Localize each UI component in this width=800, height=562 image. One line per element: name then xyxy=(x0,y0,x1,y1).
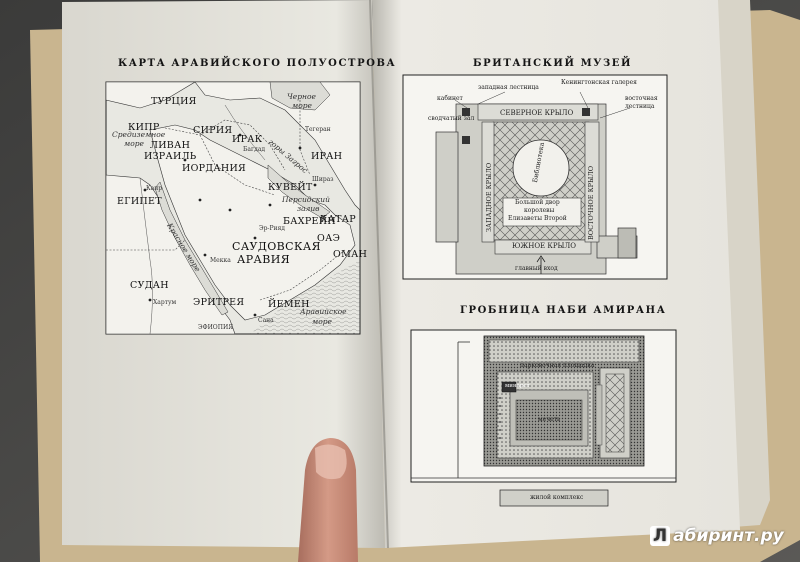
label-uae: ОАЭ xyxy=(317,233,341,244)
left-page-title: КАРТА АРАВИЙСКОГО ПОЛУОСТРОВА xyxy=(118,58,397,69)
label-ethiopia: ЭФИОПИЯ xyxy=(198,324,234,331)
label-west-stairs: западная лестница xyxy=(478,84,539,91)
label-minaret: минарет xyxy=(505,383,530,389)
label-baghdad: Багдад xyxy=(243,146,266,153)
label-persian-gulf-1: Персидский xyxy=(282,195,330,204)
arabia-map xyxy=(105,81,361,335)
label-cyprus: КИПР xyxy=(128,122,160,133)
label-jordan: ИОРДАНИЯ xyxy=(182,163,247,174)
label-turkey: ТУРЦИЯ xyxy=(151,96,197,107)
label-yard: мечеть xyxy=(538,416,561,423)
label-iraq: ИРАК xyxy=(232,134,263,145)
label-arabia: АРАВИЯ xyxy=(237,253,291,266)
label-qatar: КАТАР xyxy=(320,214,356,225)
label-syria: СИРИЯ xyxy=(193,125,233,136)
tomb-plan xyxy=(410,329,677,507)
label-yemen: ЙЕМЕН xyxy=(268,299,310,310)
label-egypt: ЕГИПЕТ xyxy=(117,196,162,207)
label-cairo: Каир xyxy=(146,185,163,192)
label-main-entrance: главный вход xyxy=(515,265,558,272)
label-sudan: СУДАН xyxy=(130,280,169,291)
label-mecca: Мекка xyxy=(210,257,231,264)
label-west-wing: ЗАПАДНОЕ КРЫЛО xyxy=(485,162,493,232)
label-arabian-sea-2: море xyxy=(312,317,332,326)
label-shiraz: Шираз xyxy=(312,176,334,183)
watermark-text: абиринт.ру xyxy=(673,526,784,546)
label-black-sea-2: море xyxy=(292,101,312,110)
label-great-court-3: Елизаветы Второй xyxy=(508,215,567,222)
label-east-wing: ВОСТОЧНОЕ КРЫЛО xyxy=(587,165,595,240)
label-bahrain: БАХРЕЙН xyxy=(283,216,336,227)
museum-title: БРИТАНСКИЙ МУЗЕЙ xyxy=(473,58,633,69)
label-complex: жилой комплекс xyxy=(530,494,584,501)
label-sanaa: Сана xyxy=(258,317,274,324)
label-black-sea-1: Черное xyxy=(287,92,316,101)
tomb-title: ГРОБНИЦА НАБИ АМИРАНА xyxy=(460,305,667,316)
label-cabinet: кабинет xyxy=(437,95,463,102)
label-south-wing: ЮЖНОЕ КРЫЛО xyxy=(512,242,576,250)
label-iran: ИРАН xyxy=(311,151,343,162)
label-oman: ОМАН xyxy=(333,249,368,260)
label-arabian-sea-1: Аравийское xyxy=(300,307,347,316)
watermark-badge: Л xyxy=(650,526,671,546)
label-riyadh: Эр-Рияд xyxy=(259,225,285,232)
label-med-sea-1: Средиземное xyxy=(112,130,166,139)
label-parking: парковочная площадка xyxy=(520,362,595,369)
label-vaults: сводчатый зал xyxy=(428,115,475,122)
label-tehran: Тегеран xyxy=(305,126,331,133)
thumb xyxy=(298,438,358,562)
label-persian-gulf-2: залив xyxy=(297,204,320,213)
label-med-sea-2: море xyxy=(124,139,144,148)
label-lebanon: ЛИВАН xyxy=(150,140,191,151)
label-israel: ИЗРАИЛЬ xyxy=(144,151,197,162)
label-eritrea: ЭРИТРЕЯ xyxy=(193,297,245,308)
label-great-court-1: Большой двор xyxy=(515,199,560,206)
label-king-gallery: Кенингтонская галерея xyxy=(561,79,637,86)
label-saudi: САУДОВСКАЯ xyxy=(232,240,321,253)
museum-plan xyxy=(402,74,668,280)
label-great-court-2: королевы xyxy=(524,207,555,214)
label-north-wing: СЕВЕРНОЕ КРЫЛО xyxy=(500,109,574,117)
label-kuwait: КУВЕЙТ xyxy=(268,182,313,193)
label-khartoum: Хартум xyxy=(153,299,177,306)
label-east-stairs-1: восточная xyxy=(625,95,658,102)
label-east-stairs-2: лестница xyxy=(625,103,655,110)
